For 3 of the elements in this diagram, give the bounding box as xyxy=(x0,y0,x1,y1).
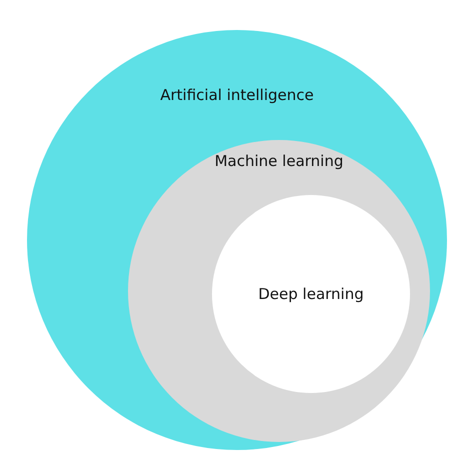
circle-label: Deep learning xyxy=(257,285,365,303)
circle-label: Artificial intelligence xyxy=(159,86,315,104)
circle-label: Machine learning xyxy=(214,152,344,170)
